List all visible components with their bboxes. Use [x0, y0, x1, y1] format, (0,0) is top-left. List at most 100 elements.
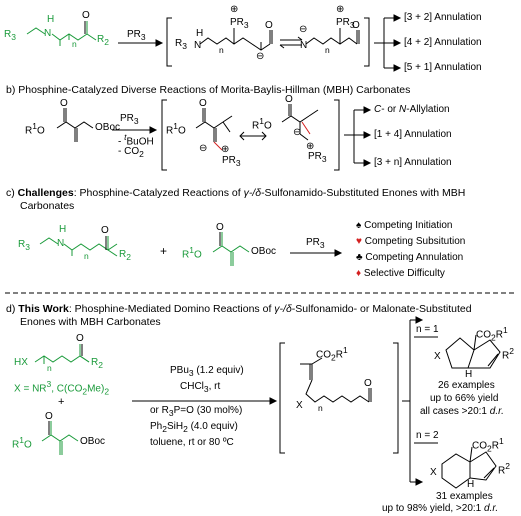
int2-b-o: O [285, 94, 293, 105]
substrate-c-r2: R2 [119, 249, 131, 262]
condition-1: PBu3 (1.2 equiv) [170, 365, 244, 378]
int1-a-o: O [265, 20, 273, 31]
int1-b-minus: ⊖ [199, 143, 208, 154]
int-d-n-index: n [318, 403, 323, 413]
int2-b-minus: ⊖ [293, 127, 302, 138]
substrate-d-hx: HX [14, 357, 28, 368]
mbh-b-o: O [60, 98, 68, 109]
int1-a-minus: ⊖ [256, 51, 265, 62]
int-d-bonds [300, 357, 372, 403]
reagent-a-pr3: PR3 [127, 29, 146, 42]
int2-a-o: O [352, 20, 360, 31]
product-1-r2: R2 [502, 346, 514, 362]
int2-a-bonds [305, 28, 360, 45]
branch-n2: n = 2 [416, 430, 439, 441]
int2-b-plus: ⊕ [306, 141, 315, 152]
challenge-3: ♣ Competing Annulation [356, 252, 464, 263]
reagent-b-pr3: PR3 [120, 113, 139, 126]
int1-a-pr3: PR3 [230, 17, 249, 30]
substrate-a-o: O [82, 10, 90, 21]
reagent-c-pr3: PR3 [306, 237, 325, 250]
mbh-c-o: O [216, 222, 224, 233]
int2-a-n-index: n [325, 45, 330, 55]
challenge-4: ♦ Selective Difficulty [356, 268, 445, 279]
result-2-line1: 31 examples [436, 491, 493, 502]
section-d-title-line2: Enones with MBH Carbonates [20, 316, 161, 328]
int-d-o: O [364, 378, 372, 389]
product-1-bonds [445, 334, 501, 369]
product-2-h: H [467, 479, 475, 490]
substrate-c-h: H [59, 224, 67, 235]
mbh-d-bonds [41, 421, 79, 455]
int1-a-bonds [199, 28, 273, 51]
substrate-d-o: O [76, 333, 84, 344]
plus-d: + [58, 396, 65, 408]
mbh-d-r1o: R1O [12, 435, 32, 451]
int1-a-n: N [194, 40, 202, 51]
substrate-a-r2: R2 [97, 34, 109, 47]
reagent-b-buoh: - tBuOH [118, 132, 154, 148]
section-c-title-line2: Carbonates [20, 200, 75, 212]
section-d-title-line1: d) This Work: Phosphine-Mediated Domino … [6, 303, 472, 315]
product-2-co2r1: CO2R1 [472, 436, 504, 454]
outcome-b-2: [1 + 4] Annulation [374, 129, 452, 140]
condition-4: Ph2SiH2 (4.0 equiv) [150, 421, 238, 434]
product-2-x: X [430, 467, 437, 478]
int1-a-n-index: n [219, 45, 224, 55]
substrate-a-h: H [47, 14, 55, 25]
mbh-c-bonds [212, 232, 250, 266]
x-definition: X = NR3, C(CO2Me)2 [14, 379, 110, 397]
product-1-h: H [465, 369, 473, 380]
result-1-line2: up to 66% yield [430, 393, 499, 404]
int1-b-plus: ⊕ [221, 144, 230, 155]
int2-a-n: N [300, 40, 308, 51]
int-d-x: X [296, 400, 303, 411]
substrate-d-r2: R2 [91, 357, 103, 370]
result-2-line2: up to 98% yield, >20:1 d.r. [382, 503, 499, 514]
challenge-2: ♥ Competing Subsitution [356, 236, 466, 247]
condition-3: or R3P=O (30 mol%) [150, 405, 243, 418]
branch-n1: n = 1 [416, 324, 439, 335]
int2-b-pr3: PR3 [308, 151, 327, 164]
outcome-a-1: [3 + 2] Annulation [404, 12, 482, 23]
substrate-c-o: O [101, 225, 109, 236]
mbh-b-r1o: R1O [25, 121, 45, 137]
outcome-b-3: [3 + n] Annulation [374, 157, 452, 168]
mbh-c-oboc: OBoc [251, 246, 277, 257]
substrate-a-n: N [44, 28, 52, 39]
reagent-b-co2: - CO2 [118, 146, 144, 159]
int1-b-o: O [199, 98, 207, 109]
condition-2: CHCl3, rt [180, 381, 221, 394]
int2-a-plus: ⊕ [336, 4, 345, 15]
substrate-d-bonds [34, 344, 90, 364]
int1-a-h: H [196, 28, 204, 39]
int2-b-bonds [281, 104, 319, 141]
substrate-a-r3: R3 [4, 29, 16, 42]
mbh-c-r1o: R1O [182, 245, 202, 261]
int1-b-pr3: PR3 [222, 155, 241, 168]
substrate-a-bonds [26, 21, 97, 46]
condition-5: toluene, rt or 80 ºC [150, 437, 234, 448]
result-1-line3: all cases >20:1 d.r. [420, 406, 504, 417]
mbh-d-oboc: OBoc [80, 436, 106, 447]
int1-b-bonds [195, 108, 233, 151]
substrate-c-r3: R3 [18, 239, 30, 252]
substrate-c-bonds [39, 236, 118, 257]
substrate-c-n-index: n [84, 251, 89, 261]
mbh-b-oboc: OBoc [95, 122, 121, 133]
diamond-icon: ♦ [356, 268, 362, 279]
section-b-title: b) Phosphine-Catalyzed Diverse Reactions… [6, 84, 411, 96]
substrate-c-n: N [57, 238, 65, 249]
heart-icon: ♥ [356, 236, 362, 247]
challenge-1: ♠ Competing Initiation [356, 220, 453, 231]
section-c-title-line1: c) Challenges: Phosphine-Catalyzed React… [6, 187, 466, 199]
mbh-d-o: O [45, 411, 53, 422]
int2-a-minus: ⊖ [299, 24, 308, 35]
int2-a-pr3: PR3 [336, 17, 355, 30]
outcome-a-3: [5 + 1] Annulation [404, 62, 482, 73]
product-1-co2r1: CO2R1 [476, 325, 508, 343]
outcome-b-1: C- or N-Allylation [374, 104, 450, 115]
int1-a-plus: ⊕ [230, 4, 239, 15]
club-icon: ♣ [356, 252, 363, 263]
